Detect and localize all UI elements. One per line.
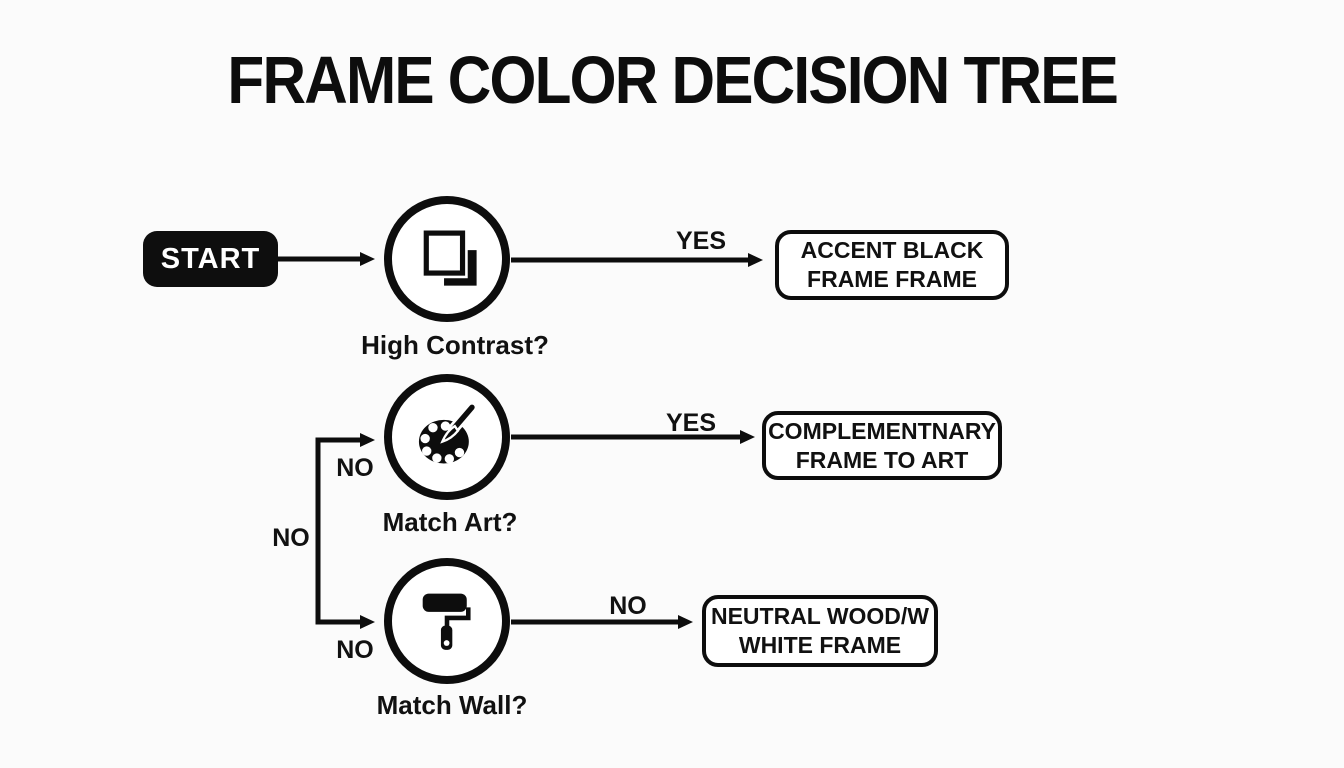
question-label-high-contrast: High Contrast? (361, 330, 549, 360)
start-node-label: START (160, 242, 261, 275)
outcome-box-accent-black-frame: ACCENT BLACK FRAME FRAME (775, 230, 1009, 300)
contrast-squares-icon (420, 227, 477, 286)
outcome-text-line1: ACCENT BLACK (800, 237, 984, 263)
outcome-box-complementary-frame: COMPLEMENTNARY FRAME TO ART (762, 411, 1002, 480)
edge-label-yes-match-art: YES (665, 409, 717, 437)
decision-node-match-art (384, 374, 510, 500)
edge-label-no-match-wall: NO (609, 592, 647, 620)
outcome-text-line2: FRAME FRAME (807, 266, 977, 292)
decision-node-high-contrast (384, 196, 510, 322)
outcome-box-neutral-wood-frame: NEUTRAL WOOD/W WHITE FRAME (702, 595, 938, 667)
outcome-text-line2: WHITE FRAME (738, 632, 902, 658)
edge-label-no-branch-top: NO (336, 454, 374, 482)
title-bar: FRAME COLOR DECISION TREE (0, 42, 1344, 119)
edge-label-yes-high-contrast: YES (675, 227, 727, 255)
outcome-text-line1: COMPLEMENTNARY (768, 417, 996, 444)
outcome-text-line2: FRAME TO ART (795, 446, 969, 473)
start-node: START (143, 231, 278, 287)
outcome-text-line1: NEUTRAL WOOD/W (710, 603, 930, 629)
paint-palette-icon (418, 401, 478, 464)
paint-roller-icon (422, 593, 471, 650)
edge-label-no-branch-bottom: NO (336, 636, 374, 664)
page-title: FRAME COLOR DECISION TREE (227, 43, 1118, 118)
edge-label-no-branch-left: NO (272, 524, 310, 552)
paint-brush (440, 401, 478, 444)
question-label-match-art: Match Art? (382, 507, 518, 537)
decision-node-match-wall (384, 558, 510, 684)
question-label-match-wall: Match Wall? (376, 690, 528, 720)
